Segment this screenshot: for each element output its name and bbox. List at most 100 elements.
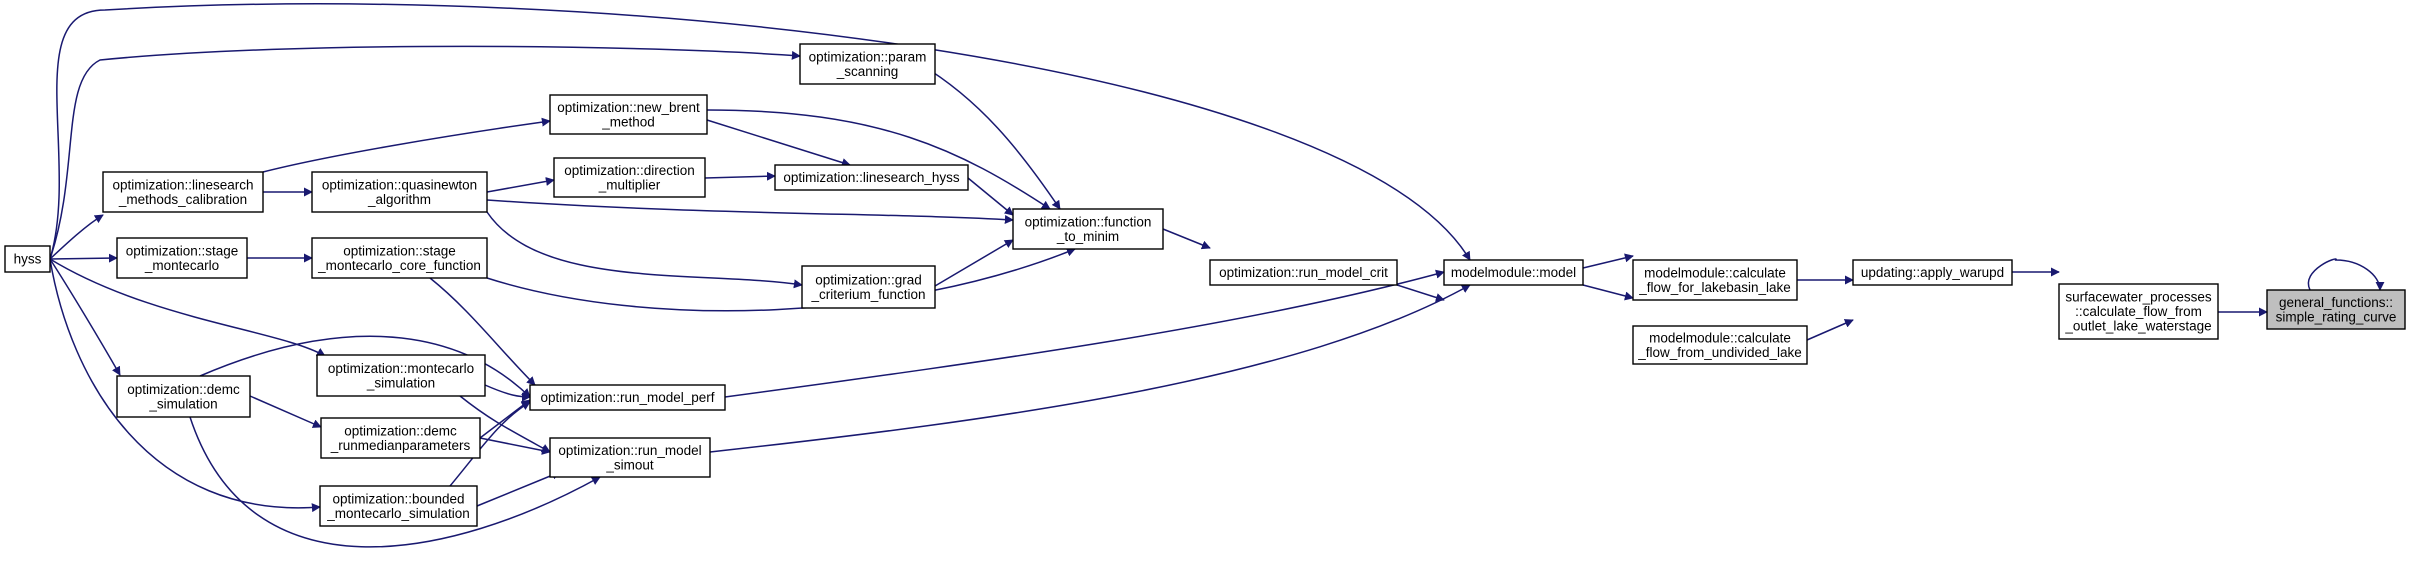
- call-edge: [1582, 284, 1634, 301]
- node-stage-montecarlo-core-function[interactable]: optimization::stage_montecarlo_core_func…: [311, 237, 488, 279]
- call-edge: [934, 239, 1014, 287]
- node-run-model-perf[interactable]: optimization::run_model_perf: [529, 384, 726, 411]
- node-label: optimization::bounded: [332, 491, 464, 506]
- call-edge-path: [486, 247, 1076, 312]
- call-edge-path: [249, 395, 322, 428]
- call-edge-path: [189, 416, 601, 548]
- node-simple-rating-curve[interactable]: general_functions::simple_rating_curve: [2266, 289, 2406, 330]
- call-edge-path: [486, 176, 555, 193]
- node-label: _to_minim: [1056, 229, 1119, 244]
- call-edge: [706, 109, 1051, 210]
- node-bounded-montecarlo-simulation[interactable]: optimization::bounded_montecarlo_simulat…: [319, 485, 478, 527]
- call-edge: [967, 177, 1014, 216]
- node-label: optimization::function: [1025, 214, 1152, 229]
- node-label: updating::apply_warupd: [1861, 265, 2004, 280]
- node-quasinewton-algorithm[interactable]: optimization::quasinewton_algorithm: [311, 171, 488, 213]
- edges-layer: [49, 3, 2385, 548]
- call-edge: [49, 214, 104, 260]
- call-edge-path: [486, 199, 1014, 224]
- node-box: [549, 94, 708, 135]
- call-edge: [49, 3, 1471, 261]
- call-edge-path: [49, 258, 326, 357]
- call-edge: [49, 258, 321, 513]
- node-label: optimization::stage: [126, 243, 239, 258]
- node-linesearch-methods-calibration[interactable]: optimization::linesearch_methods_calibra…: [102, 171, 264, 213]
- call-edge: [724, 269, 1445, 398]
- node-box: [116, 375, 251, 418]
- call-edge: [704, 171, 776, 181]
- node-direction-multiplier[interactable]: optimization::direction_multiplier: [553, 157, 706, 198]
- node-label: optimization::linesearch: [112, 177, 253, 192]
- node-demc-runmedianparameters[interactable]: optimization::demc_runmedianparameters: [320, 417, 481, 459]
- node-calculate-flow-from-outlet-lake-waterstage[interactable]: surfacewater_processes::calculate_flow_f…: [2058, 283, 2219, 340]
- node-run-model-simout[interactable]: optimization::run_model_simout: [549, 437, 711, 478]
- node-grad-criterium-function[interactable]: optimization::grad_criterium_function: [801, 265, 936, 309]
- call-edge: [479, 437, 551, 455]
- call-edge: [709, 284, 1471, 453]
- node-function-to-minim[interactable]: optimization::function_to_minim: [1012, 208, 1164, 250]
- node-linesearch-hyss[interactable]: optimization::linesearch_hyss: [774, 164, 969, 191]
- call-edge: [189, 416, 601, 548]
- node-apply-warupd[interactable]: updating::apply_warupd: [1852, 259, 2013, 286]
- node-box: [116, 237, 248, 279]
- node-box: [799, 43, 936, 85]
- call-edge: [199, 335, 531, 398]
- call-edge: [1806, 319, 1854, 341]
- call-edge-path: [934, 239, 1014, 287]
- call-edge-path: [706, 109, 1051, 210]
- node-label: modelmodule::calculate: [1649, 330, 1791, 345]
- node-label: optimization::run_model: [558, 443, 701, 458]
- node-box: [311, 171, 488, 213]
- node-label: surfacewater_processes: [2065, 290, 2212, 305]
- call-edge: [1582, 253, 1634, 269]
- node-label: optimization::linesearch_hyss: [783, 170, 960, 185]
- node-label: _simulation: [366, 375, 435, 390]
- node-label: optimization::demc: [127, 382, 240, 397]
- node-label: modelmodule::calculate: [1644, 265, 1786, 280]
- call-edge: [249, 395, 322, 428]
- call-edge-path: [49, 3, 1471, 261]
- call-edge-path: [484, 384, 531, 402]
- call-edge: [49, 258, 326, 357]
- node-label: optimization::new_brent: [557, 100, 700, 115]
- call-edge: [476, 470, 561, 507]
- node-box: [1443, 259, 1584, 286]
- call-edge-path: [479, 437, 551, 455]
- node-model[interactable]: modelmodule::model: [1443, 259, 1584, 286]
- node-label: _montecarlo_core_function: [317, 258, 481, 273]
- node-stage-montecarlo[interactable]: optimization::stage_montecarlo: [116, 237, 248, 279]
- node-label: simple_rating_curve: [2276, 309, 2397, 324]
- node-box: [4, 245, 51, 273]
- node-box: [1209, 259, 1398, 286]
- node-label: optimization::stage: [343, 243, 456, 258]
- call-edge-path: [486, 211, 803, 289]
- call-edge-path: [724, 269, 1445, 398]
- node-box: [801, 265, 936, 309]
- node-label: _method: [601, 114, 655, 129]
- node-calculate-flow-from-undivided-lake[interactable]: modelmodule::calculate_flow_from_undivid…: [1632, 325, 1808, 365]
- node-label: _flow_from_undivided_lake: [1637, 345, 1802, 360]
- node-label: optimization::run_model_perf: [540, 390, 714, 405]
- call-edge: [49, 258, 121, 376]
- node-montecarlo-simulation[interactable]: optimization::montecarlo_simulation: [316, 354, 486, 397]
- node-demc-simulation[interactable]: optimization::demc_simulation: [116, 375, 251, 418]
- node-new-brent-method[interactable]: optimization::new_brent_method: [549, 94, 708, 135]
- node-label: optimization::run_model_crit: [1219, 265, 1388, 280]
- call-edge-path: [49, 214, 104, 260]
- call-edge-path: [49, 258, 121, 376]
- node-box: [316, 354, 486, 397]
- call-edge: [706, 119, 851, 167]
- node-hyss[interactable]: hyss: [4, 245, 51, 273]
- node-param-scanning[interactable]: optimization::param_scanning: [799, 43, 936, 85]
- node-label: _montecarlo: [144, 258, 219, 273]
- node-calculate-flow-for-lakebasin-lake[interactable]: modelmodule::calculate_flow_for_lakebasi…: [1632, 259, 1798, 301]
- node-label: _simulation: [148, 396, 217, 411]
- nodes-layer: hyss optimization::linesearch_methods_cal…: [4, 43, 2406, 527]
- call-edge: [262, 117, 551, 173]
- call-edge: [484, 384, 531, 402]
- node-label: optimization::quasinewton: [322, 177, 477, 192]
- node-label: _simout: [605, 457, 654, 472]
- node-run-model-crit[interactable]: optimization::run_model_crit: [1209, 259, 1398, 286]
- call-edge-path: [49, 258, 321, 513]
- node-label: optimization::demc: [344, 423, 457, 438]
